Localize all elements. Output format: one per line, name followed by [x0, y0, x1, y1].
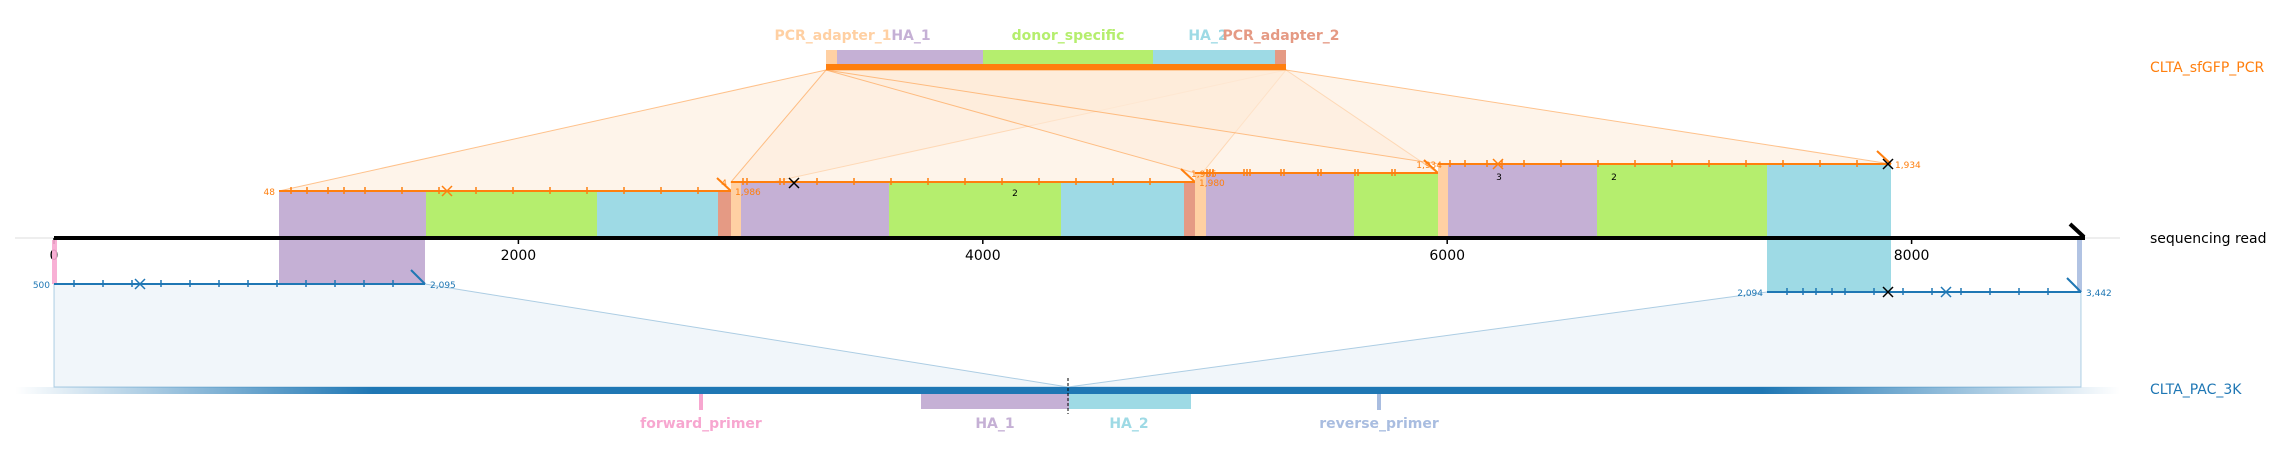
- pac-mismatch-x-marker: [134, 278, 146, 290]
- pcr-aligned-segment-donor-specific: [1597, 164, 1767, 236]
- pcr-alignment-start-label: 1,935: [1191, 170, 1217, 180]
- pac-aligned-segment: [279, 240, 425, 284]
- pcr-feature-label-donor-specific: donor_specific: [1012, 28, 1125, 44]
- pac-alignment-end-label: 2,095: [430, 281, 456, 291]
- pac-alignment-end-label: 3,442: [2086, 289, 2112, 299]
- pcr-aligned-segment-pcr-adapter-1: [731, 182, 741, 236]
- pcr-aligned-segment-ha-1: [1448, 164, 1597, 236]
- pcr-feature-ha-2: [1153, 50, 1275, 65]
- pac-alignment-start-label: 500: [33, 281, 50, 291]
- insertion-count-marker: 2: [1012, 189, 1018, 199]
- pac-reference-label: CLTA_PAC_3K: [2150, 382, 2242, 398]
- pac-alignment-band: [1067, 291, 2082, 388]
- mismatch-x-marker: [441, 185, 453, 197]
- pcr-reference-label: CLTA_sfGFP_PCR: [2150, 60, 2264, 76]
- pac-alignment-arrow: [410, 269, 426, 285]
- pac-feature-label-ha-1: HA_1: [975, 416, 1014, 432]
- pcr-alignment-start-label: 1,934: [1416, 161, 1442, 171]
- pac-feature-ha-1: [921, 394, 1069, 409]
- pcr-feature-label-pcr-adapter-1: PCR_adapter_1: [774, 28, 891, 44]
- pcr-feature-label-ha-2: HA_2: [1188, 28, 1227, 44]
- pcr-aligned-segment-donor-specific: [1354, 173, 1438, 236]
- mismatch-x-marker: [788, 177, 800, 189]
- pcr-alignment-start-label: 4: [721, 179, 727, 189]
- pcr-aligned-segment-ha-1: [1206, 173, 1354, 236]
- read-axis-tick-label: 4000: [965, 248, 1001, 264]
- pcr-aligned-segment-ha-1: [279, 191, 426, 236]
- pcr-aligned-segment-pcr-adapter-2: [718, 191, 731, 236]
- pac-aligned-segment: [1767, 240, 1891, 292]
- pac-feature-forward-primer: [699, 394, 703, 410]
- pcr-alignment-arrow: [1876, 150, 1892, 165]
- pac-feature-ha-2: [1069, 394, 1191, 409]
- pac-alignment-start-label: 2,094: [1737, 289, 1763, 299]
- pac-feature-label-ha-2: HA_2: [1109, 416, 1148, 432]
- pcr-alignment-arrow: [716, 177, 732, 192]
- pcr-feature-label-ha-1: HA_1: [891, 28, 930, 44]
- pac-feature-label-forward-primer: forward_primer: [640, 416, 762, 432]
- read-reference-label: sequencing read: [2150, 231, 2266, 247]
- pac-feature-reverse-primer: [1377, 394, 1381, 410]
- read-end-arrow: [2068, 222, 2086, 239]
- pcr-aligned-segment-ha-2: [1061, 182, 1184, 236]
- pcr-aligned-segment-ha-2: [1767, 164, 1891, 236]
- pcr-feature-label-pcr-adapter-2: PCR_adapter_2: [1222, 28, 1339, 44]
- pac-alignment-arrow: [2066, 277, 2082, 293]
- insertion-count-marker: 3: [1496, 173, 1502, 183]
- pac-mismatch-x-marker: [1882, 286, 1894, 298]
- pcr-aligned-segment-pcr-adapter-1: [1195, 173, 1206, 236]
- read-end-primer-mark: [2077, 240, 2082, 292]
- insertion-count-marker: 2: [1611, 173, 1617, 183]
- pcr-feature-pcr-adapter-2: [1275, 50, 1286, 65]
- pcr-feature-pcr-adapter-1: [826, 50, 837, 65]
- read-start-primer-mark: [52, 240, 57, 284]
- pcr-alignment-end-label: 1,934: [1895, 161, 1921, 171]
- read-axis-tick-label: 6000: [1429, 248, 1465, 264]
- mismatch-x-marker: [1882, 158, 1894, 170]
- pcr-alignment-end-label: 1,986: [735, 188, 761, 198]
- pcr-aligned-segment-donor-specific: [889, 182, 1061, 236]
- pac-feature-label-reverse-primer: reverse_primer: [1319, 416, 1439, 432]
- pcr-aligned-segment-ha-2: [597, 191, 718, 236]
- pcr-feature-donor-specific: [983, 50, 1153, 65]
- pcr-alignment-arrow: [1180, 168, 1196, 183]
- alignment-bands: [15, 69, 2120, 388]
- pac-alignment-band: [53, 283, 1069, 388]
- pcr-aligned-segment-pcr-adapter-2: [1184, 182, 1195, 236]
- pcr-feature-ha-1: [837, 50, 983, 65]
- read-axis-tick-label: 2000: [501, 248, 537, 264]
- pcr-alignment-start-label: 48: [264, 188, 276, 198]
- pac-mismatch-x-marker: [1940, 286, 1952, 298]
- pcr-alignment-end-label: 1,980: [1199, 179, 1225, 189]
- main-layer: 02000400060008000CLTA_sfGFP_PCRsequencin…: [15, 28, 2266, 432]
- pcr-alignment-arrow: [1423, 159, 1439, 174]
- pcr-product-bar: [826, 64, 1286, 70]
- pcr-aligned-segment-pcr-adapter-1: [1438, 164, 1448, 236]
- mismatch-x-marker: [1492, 158, 1504, 170]
- read-axis-tick-label: 8000: [1894, 248, 1930, 264]
- pcr-aligned-segment-ha-1: [741, 182, 889, 236]
- pcr-aligned-segment-donor-specific: [426, 191, 597, 236]
